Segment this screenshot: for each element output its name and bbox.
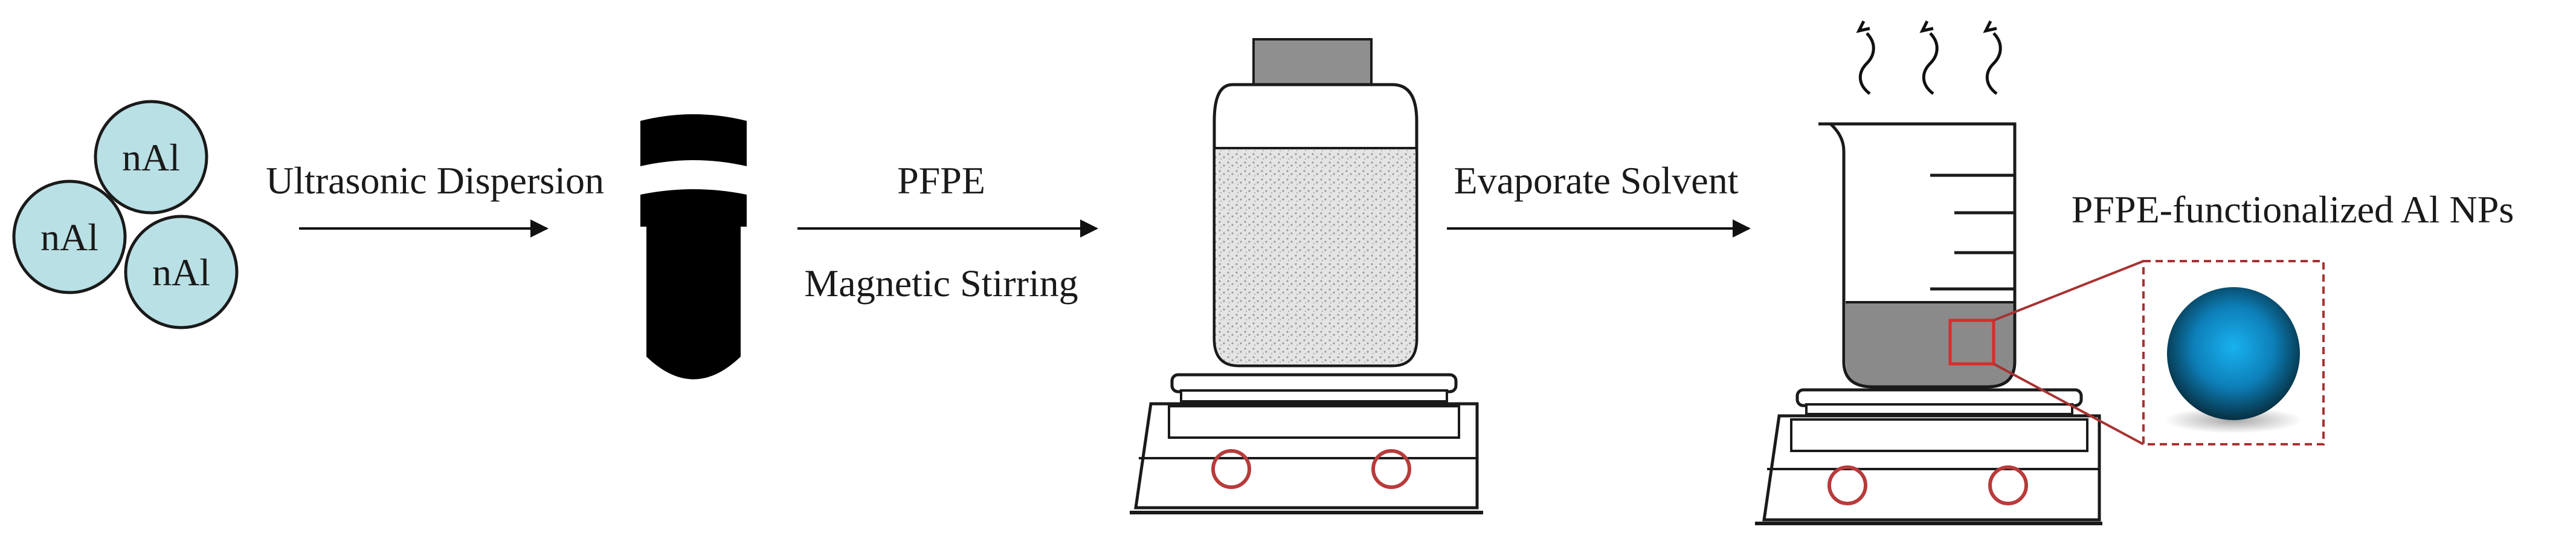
beaker [1818,122,2017,389]
pfpe-nanoparticle [2167,287,2300,420]
stirrer-knob [1371,449,1411,489]
step-label-magnetic-stirring: Magnetic Stirring [804,262,1078,305]
ultrasonic-probe [640,114,747,380]
nal-label: nAl [152,251,210,294]
product-label: PFPE-functionalized Al NPs [2072,188,2514,231]
step-label-ultrasonic-dispersion: Ultrasonic Dispersion [266,159,604,202]
step-ultrasonic-dispersion: Ultrasonic Dispersion [266,159,604,238]
nal-particle: nAl [124,215,239,329]
nal-particle: nAl [94,100,208,215]
magnetic-stirrer-hotplate [1130,373,1483,514]
vapor-lines [1856,20,2002,95]
nal-label: nAl [122,136,180,179]
bottle-cap [1252,38,1373,86]
nal-label: nAl [40,216,98,259]
bottle-liquid [1216,148,1415,364]
step-label-evaporate-solvent: Evaporate Solvent [1454,159,1739,202]
nal-particle: nAl [12,180,127,294]
hotplate-knob [1988,465,2028,505]
step-pfpe-magnetic-stirring: PFPE Magnetic Stirring [797,159,1098,305]
reagent-bottle [1212,38,1418,368]
zoom-callout [1993,260,2325,445]
nal-particle-cluster: nAl nAl nAl [12,100,239,329]
step-evaporate-solvent: Evaporate Solvent [1447,159,1751,238]
beaker-residue [1846,302,2015,387]
step-label-pfpe: PFPE [897,159,985,202]
stirrer-knob [1211,449,1251,489]
evaporation-hotplate [1755,388,2102,525]
hotplate-knob [1827,465,1867,505]
zoom-highlight-box [1948,319,1995,366]
